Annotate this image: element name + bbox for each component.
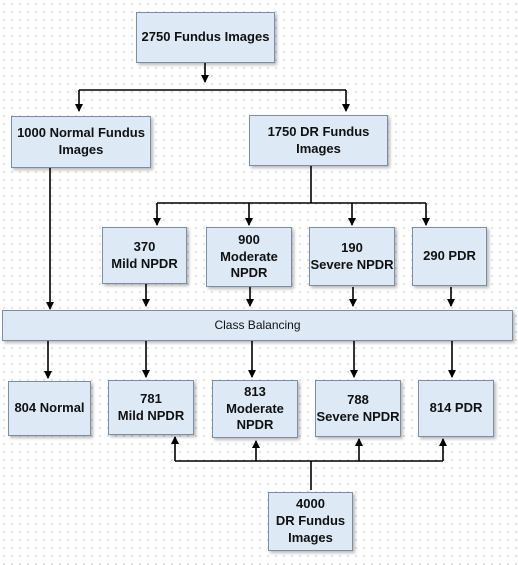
node-severe-npdr: 190 Severe NPDR	[309, 227, 395, 286]
node-pdr: 290 PDR	[412, 227, 487, 286]
node-out-moderate-npdr: 813 Moderate NPDR	[212, 380, 298, 438]
node-total-images: 2750 Fundus Images	[136, 12, 275, 63]
node-out-normal: 804 Normal	[8, 381, 91, 436]
node-dr-images: 1750 DR Fundus Images	[249, 115, 388, 166]
node-normal-images: 1000 Normal Fundus Images	[11, 116, 151, 168]
node-out-pdr: 814 PDR	[418, 380, 494, 437]
node-mild-npdr: 370 Mild NPDR	[102, 227, 187, 284]
node-dr-total: 4000 DR Fundus Images	[268, 492, 353, 551]
node-out-mild-npdr: 781 Mild NPDR	[108, 380, 194, 435]
node-out-severe-npdr: 788 Severe NPDR	[315, 380, 401, 437]
node-class-balancing: Class Balancing	[2, 310, 513, 341]
node-moderate-npdr: 900 Moderate NPDR	[206, 227, 292, 287]
